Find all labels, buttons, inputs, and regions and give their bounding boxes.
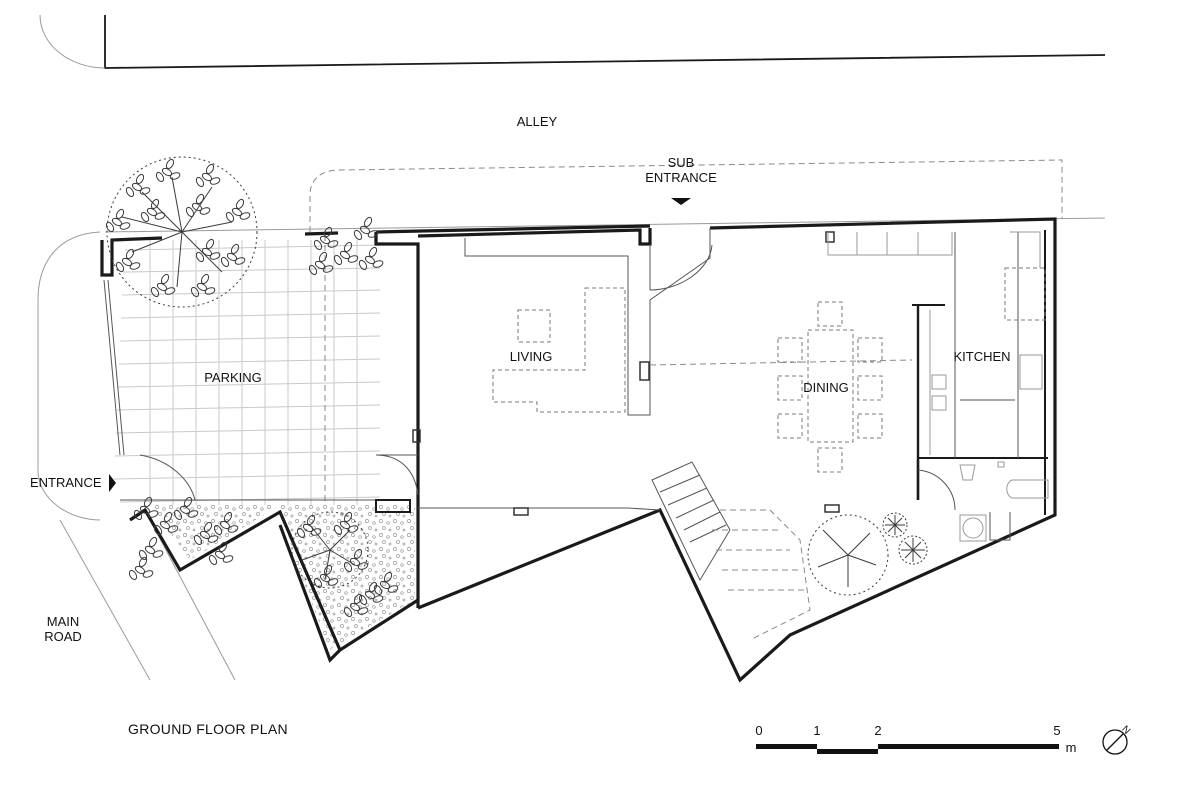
- plan-title: GROUND FLOOR PLAN: [128, 721, 288, 737]
- parking-paving-grid: [113, 235, 381, 505]
- dining-furniture: [777, 301, 883, 473]
- kitchen-fixtures: [827, 231, 1049, 542]
- north-arrow-letter: N: [1119, 724, 1132, 737]
- parking-label: PARKING: [204, 370, 262, 385]
- north-arrow-icon: N: [1102, 724, 1132, 755]
- sub-entrance-label-line2: ENTRANCE: [645, 170, 717, 185]
- kitchen-label: KITCHEN: [953, 349, 1010, 364]
- scale-tick-0: 0: [755, 723, 762, 738]
- sub-entrance-arrow-icon: [671, 198, 691, 205]
- alley-label: ALLEY: [517, 114, 558, 129]
- gravel-garden: [150, 505, 415, 650]
- scale-tick-1: 1: [813, 723, 820, 738]
- living-label: LIVING: [510, 349, 553, 364]
- main-road-label-line2: ROAD: [44, 629, 82, 644]
- site-context: [37, 14, 1106, 681]
- entrance-label: ENTRANCE: [30, 475, 102, 490]
- sub-entrance-label-line1: SUB: [668, 155, 695, 170]
- living-furniture: [412, 231, 840, 516]
- dining-label: DINING: [803, 380, 849, 395]
- trees-and-plants: [104, 156, 928, 619]
- staircase: [651, 461, 811, 641]
- scale-tick-5: 5: [1053, 723, 1060, 738]
- exterior-walls: [100, 217, 1057, 683]
- interior-partitions: [375, 228, 1048, 541]
- scale-tick-2: 2: [874, 723, 881, 738]
- entrance-arrow-icon: [109, 474, 116, 492]
- scale-unit: m: [1066, 740, 1077, 755]
- entrance-gate: [103, 279, 196, 501]
- scale-bar: 0 1 2 5 m: [755, 723, 1076, 755]
- main-road-label-line1: MAIN: [47, 614, 80, 629]
